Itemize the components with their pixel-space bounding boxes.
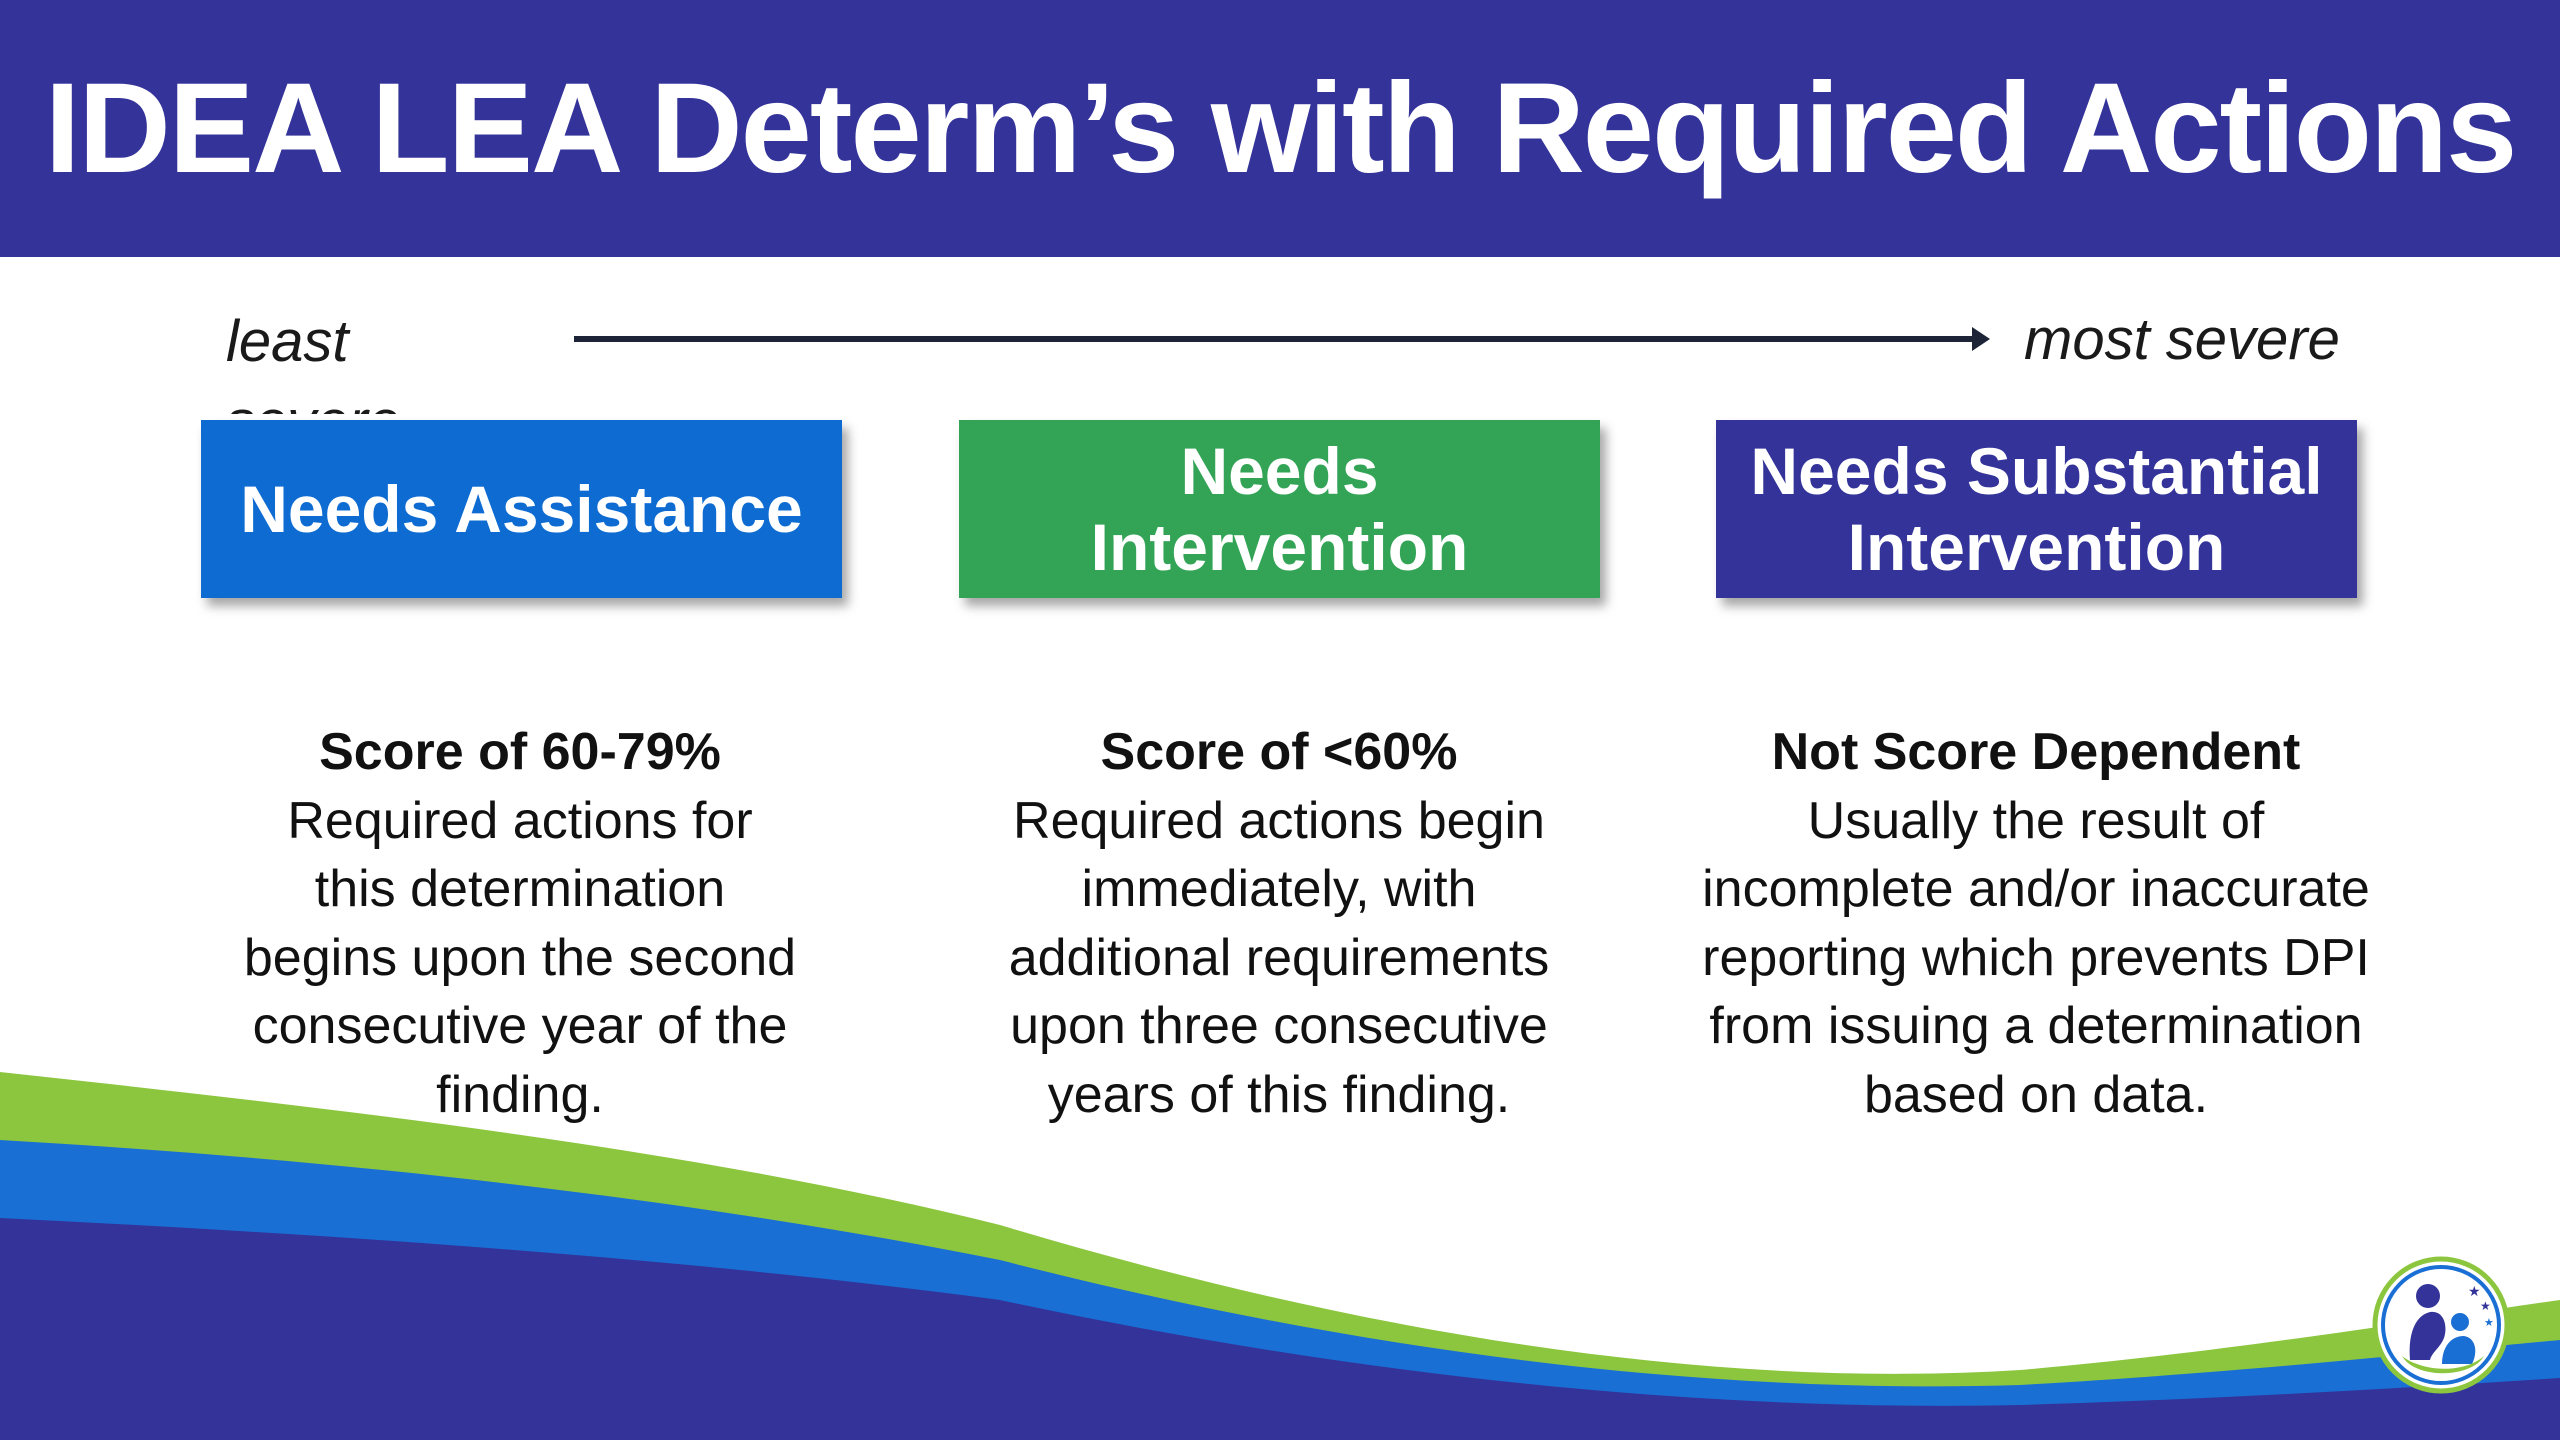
wave-navy: [0, 1218, 2560, 1440]
score-heading: Not Score Dependent: [1771, 723, 2301, 781]
category-label: Needs Assistance: [240, 472, 803, 546]
score-heading: Score of <60%: [1100, 723, 1458, 781]
score-heading: Score of 60-79%: [319, 723, 721, 781]
description-text: Usually the result of incomplete and/or …: [1702, 791, 2370, 1124]
slide-title: IDEA LEA Determ’s with Required Actions: [44, 57, 2517, 200]
severity-arrow-line: [574, 336, 1974, 342]
description-text: Required actions for this determination …: [243, 791, 797, 1124]
description-not-score-dependent: Not Score Dependent Usually the result o…: [1676, 718, 2396, 1129]
family-logo-icon: ★ ★ ★: [2372, 1256, 2510, 1394]
category-box-needs-intervention: Needs Intervention: [959, 420, 1600, 598]
description-needs-intervention: Score of <60% Required actions begin imm…: [919, 718, 1639, 1129]
header-banner: IDEA LEA Determ’s with Required Actions: [0, 0, 2560, 257]
description-needs-assistance: Score of 60-79% Required actions for thi…: [160, 718, 880, 1129]
svg-text:★: ★: [2480, 1299, 2491, 1313]
scale-label-least-severe: least severe: [226, 309, 400, 414]
category-label: Needs Intervention: [1090, 434, 1469, 584]
severity-arrow-head-icon: [1972, 327, 1990, 351]
svg-text:★: ★: [2484, 1316, 2494, 1329]
category-box-needs-substantial-intervention: Needs Substantial Intervention: [1716, 420, 2357, 598]
description-text: Required actions begin immediately, with…: [1008, 791, 1550, 1124]
scale-label-most-severe: most severe: [2024, 307, 2340, 372]
category-box-needs-assistance: Needs Assistance: [201, 420, 842, 598]
category-label: Needs Substantial Intervention: [1750, 434, 2323, 584]
svg-text:★: ★: [2468, 1284, 2481, 1300]
